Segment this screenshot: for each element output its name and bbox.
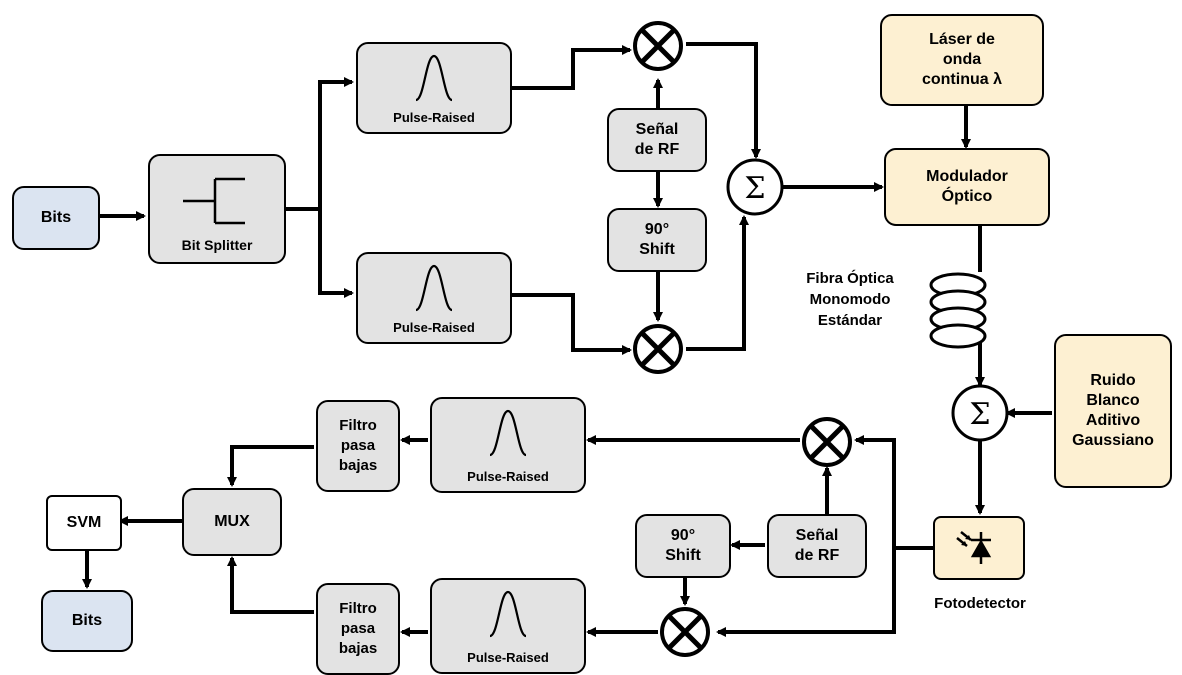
raised-cosine-pulse-icon — [489, 409, 527, 457]
multiplier-cross-circle-icon — [633, 21, 683, 71]
multiplier-cross-circle-icon — [633, 324, 683, 374]
pulse-raised-tx-top-label: Pulse-Raised — [393, 110, 475, 125]
sum-tx: Σ — [726, 158, 784, 216]
sum-rx-symbol: Σ — [969, 397, 990, 432]
svm-block: SVM — [46, 495, 122, 551]
pulse-raised-rx-top: Pulse-Raised — [430, 397, 586, 493]
laser-block: Láser de onda continua λ — [880, 14, 1044, 106]
raised-cosine-pulse-icon — [489, 590, 527, 638]
mixer-rx-top — [802, 417, 852, 467]
shift-90-rx-line1: 90° — [670, 527, 696, 544]
multiplier-cross-circle-icon — [660, 607, 710, 657]
pulse-raised-tx-top: Pulse-Raised — [356, 42, 512, 134]
fiber-label-line2: Monomodo — [809, 291, 891, 308]
arrow-pulse-bottom-to-mixer — [512, 293, 632, 355]
bits-output-label: Bits — [71, 612, 103, 629]
filter-bottom-line3: bajas — [338, 640, 378, 657]
rf-signal-tx-line1: Señal — [635, 121, 679, 138]
arrow-photodetector-to-mixer-bottom — [716, 548, 896, 637]
pulse-raised-rx-bottom-label: Pulse-Raised — [467, 650, 549, 665]
arrow-filter-bottom-to-mux — [227, 556, 314, 614]
shift-90-tx-block: 90° Shift — [607, 208, 707, 272]
pulse-raised-tx-bottom-label: Pulse-Raised — [393, 320, 475, 335]
shift-90-tx-line2: Shift — [639, 241, 675, 258]
svm-label: SVM — [66, 514, 102, 531]
mixer-rx-bottom — [660, 607, 710, 657]
bit-splitter-icon — [183, 177, 245, 225]
mixer-tx-bottom — [633, 324, 683, 374]
rf-signal-rx-line1: Señal — [795, 527, 839, 544]
lowpass-filter-top: Filtro pasa bajas — [316, 400, 400, 492]
filter-bottom-line2: pasa — [340, 620, 376, 637]
multiplier-cross-circle-icon — [802, 417, 852, 467]
rf-signal-rx-block: Señal de RF — [767, 514, 867, 578]
modulator-line2: Óptico — [941, 188, 993, 205]
bit-splitter-label: Bit Splitter — [181, 237, 253, 253]
noise-line4: Gaussiano — [1072, 432, 1154, 449]
bit-splitter-block: Bit Splitter — [148, 154, 286, 264]
modulator-line1: Modulador — [926, 168, 1008, 185]
raised-cosine-pulse-icon — [415, 54, 453, 102]
filter-top-line2: pasa — [340, 437, 376, 454]
mux-label: MUX — [214, 513, 250, 530]
mixer-tx-top — [633, 21, 683, 71]
sum-tx-symbol: Σ — [744, 171, 765, 206]
noise-line1: Ruido — [1090, 372, 1136, 389]
laser-line3: continua λ — [921, 71, 1002, 88]
fiber-coil-icon — [929, 272, 987, 349]
filter-top-line1: Filtro — [339, 417, 377, 434]
pulse-raised-rx-bottom: Pulse-Raised — [430, 578, 586, 674]
shift-90-rx-line2: Shift — [665, 547, 701, 564]
noise-line2: Blanco — [1086, 392, 1140, 409]
fiber-label: Fibra Óptica Monomodo Estándar — [775, 268, 925, 331]
sum-rx: Σ — [951, 384, 1009, 442]
connection-lines — [82, 42, 1052, 637]
pulse-raised-rx-top-label: Pulse-Raised — [467, 469, 549, 484]
awgn-noise-block: Ruido Blanco Aditivo Gaussiano — [1054, 334, 1172, 488]
arrow-filter-top-to-mux — [227, 445, 314, 487]
optical-modulator-block: Modulador Óptico — [884, 148, 1050, 226]
arrow-mixer-bottom-to-sum — [686, 215, 749, 351]
summation-circle-icon: Σ — [726, 158, 784, 216]
rf-signal-rx-line2: de RF — [794, 547, 840, 564]
filter-top-line3: bajas — [338, 457, 378, 474]
arrow-splitter-to-pulse-top — [318, 77, 354, 209]
noise-line3: Aditivo — [1085, 412, 1141, 429]
rf-signal-tx-block: Señal de RF — [607, 108, 707, 172]
bits-output-block: Bits — [41, 590, 133, 652]
arrow-photodetector-to-mixer-top — [854, 435, 896, 548]
arrow-pulse-top-to-mixer — [512, 45, 632, 90]
fiber-label-line1: Fibra Óptica — [806, 270, 894, 287]
bits-input-block: Bits — [12, 186, 100, 250]
laser-line2: onda — [942, 51, 982, 68]
rf-signal-tx-line2: de RF — [634, 141, 680, 158]
fiber-label-line3: Estándar — [817, 312, 883, 329]
summation-circle-icon: Σ — [951, 384, 1009, 442]
bits-input-label: Bits — [40, 209, 72, 226]
raised-cosine-pulse-icon — [415, 264, 453, 312]
photodiode-icon — [956, 531, 992, 564]
lowpass-filter-bottom: Filtro pasa bajas — [316, 583, 400, 675]
shift-90-rx-block: 90° Shift — [635, 514, 731, 578]
arrow-mixer-top-to-sum — [686, 42, 761, 159]
photodetector-label: Fotodetector — [934, 595, 1026, 612]
filter-bottom-line1: Filtro — [339, 600, 377, 617]
mux-block: MUX — [182, 488, 282, 556]
photodetector-block — [933, 516, 1025, 580]
laser-line1: Láser de — [929, 31, 995, 48]
arrow-splitter-to-pulse-bottom — [318, 209, 354, 298]
pulse-raised-tx-bottom: Pulse-Raised — [356, 252, 512, 344]
shift-90-tx-line1: 90° — [644, 221, 670, 238]
